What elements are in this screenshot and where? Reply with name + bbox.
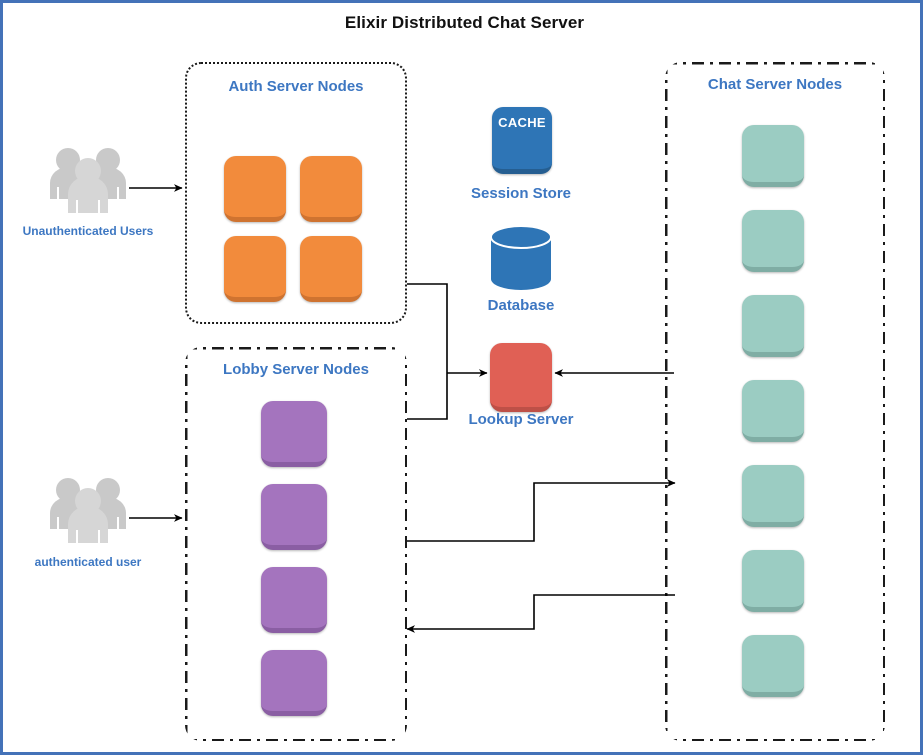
user-group-icon[interactable] (48, 473, 128, 549)
actor-label-authenticated: authenticated user (34, 555, 142, 569)
group-title-lobby: Lobby Server Nodes (223, 361, 369, 378)
auth-node[interactable] (300, 236, 362, 302)
lobby-node[interactable] (261, 650, 327, 716)
cache-icon-label: CACHE (498, 115, 546, 130)
chat-node[interactable] (742, 210, 804, 272)
chat-node[interactable] (742, 380, 804, 442)
auth-node[interactable] (224, 156, 286, 222)
auth-node[interactable] (224, 236, 286, 302)
chat-node[interactable] (742, 550, 804, 612)
group-auth-server-nodes[interactable]: Auth Server Nodes (185, 62, 407, 324)
group-chat-server-nodes[interactable]: Chat Server Nodes (665, 62, 885, 741)
lookup-server-box-icon[interactable] (490, 343, 552, 412)
auth-node[interactable] (300, 156, 362, 222)
cache-box-icon[interactable]: CACHE (492, 107, 552, 174)
lobby-node[interactable] (261, 484, 327, 550)
lobby-node[interactable] (261, 401, 327, 467)
chat-node[interactable] (742, 125, 804, 187)
lobby-node[interactable] (261, 567, 327, 633)
group-lobby-server-nodes[interactable]: Lobby Server Nodes (185, 347, 407, 741)
page-title: Elixir Distributed Chat Server (344, 13, 585, 32)
lookup-server-label: Lookup Server (468, 411, 574, 428)
wire-chat-to-lobby (406, 594, 675, 633)
session-store-label: Session Store (470, 185, 572, 202)
database-label: Database (487, 297, 555, 314)
group-title-chat: Chat Server Nodes (707, 76, 843, 93)
chat-node[interactable] (742, 295, 804, 357)
database-cylinder-icon[interactable] (490, 225, 552, 291)
group-title-auth: Auth Server Nodes (228, 78, 364, 95)
chat-node[interactable] (742, 465, 804, 527)
user-group-icon[interactable] (48, 143, 128, 219)
wire-lobby-to-chat (407, 479, 676, 542)
chat-node[interactable] (742, 635, 804, 697)
actor-label-unauthenticated: Unauthenticated Users (22, 224, 154, 238)
